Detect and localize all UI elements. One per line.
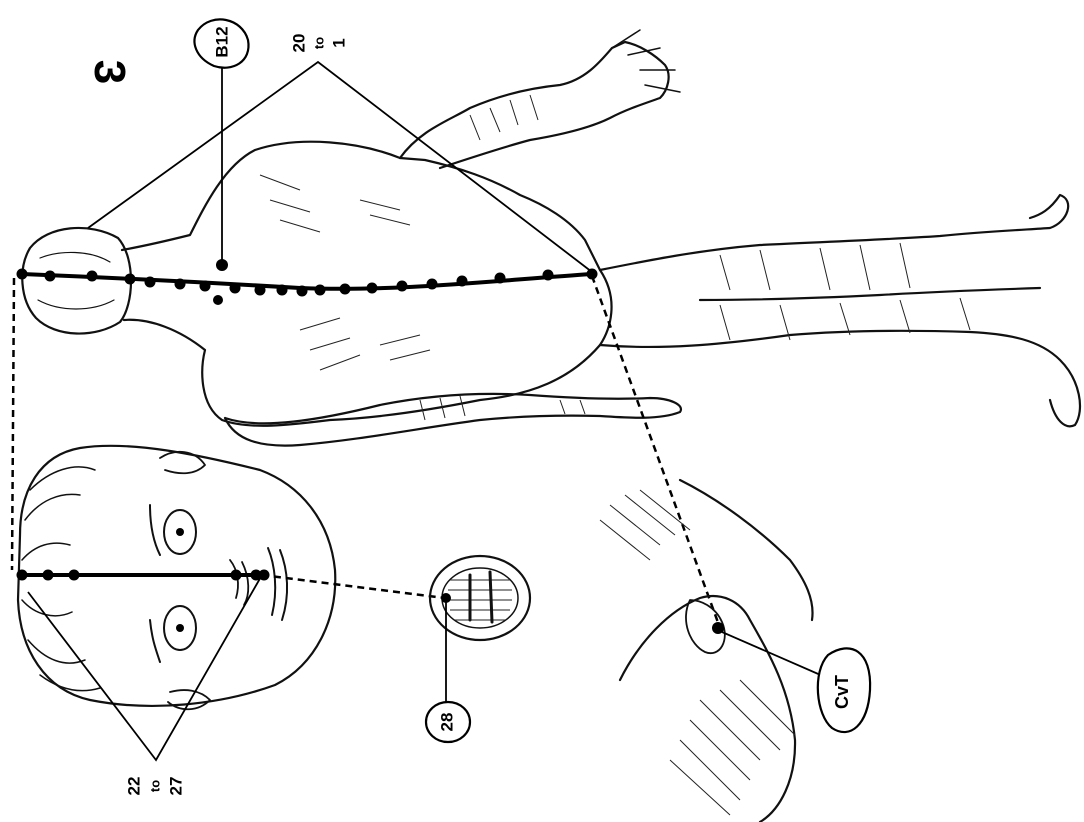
back-view-left-arm (225, 394, 681, 446)
face-acupoint (43, 570, 54, 581)
tailbone-connector (592, 276, 720, 628)
b12-label: B12 (212, 26, 231, 57)
point-marker (213, 295, 223, 305)
back-acupoint (230, 283, 241, 294)
back-range-label: 20 to 1 (289, 34, 348, 53)
back-acupoint (255, 285, 266, 296)
leader-lines (28, 62, 832, 760)
b12-tag: B12 (195, 19, 249, 67)
back-acupoint (277, 285, 288, 296)
back-range-to-word: to (311, 37, 326, 49)
back-acupoint (145, 277, 156, 288)
figure-number: 3 (85, 60, 134, 84)
back-acupoint (340, 284, 351, 295)
back-acupoint (87, 271, 98, 282)
back-acupoint (125, 274, 136, 285)
back-view-head (22, 228, 131, 334)
back-range-to: 1 (329, 38, 348, 47)
back-view-legs (600, 195, 1080, 426)
back-acupoint (367, 283, 378, 294)
figure-number-text: 3 (85, 60, 134, 84)
back-acupoint (427, 279, 438, 290)
face-range-to-word: to (147, 780, 162, 792)
back-acupoint (315, 285, 326, 296)
mouth-point-label: 28 (437, 713, 456, 732)
perineum-point-tag: CvT (818, 648, 870, 732)
perineum-inset (600, 480, 813, 822)
back-acupoint (543, 270, 554, 281)
back-view-figure (22, 30, 1080, 446)
face-range-from: 22 (124, 777, 143, 796)
back-view-right-arm (400, 42, 669, 168)
mouth-point-tag: 28 (426, 702, 470, 742)
face-range-label: 22 to 27 (124, 777, 185, 796)
back-range-from: 20 (289, 34, 308, 53)
head-connector (12, 278, 14, 570)
back-acupoint (200, 281, 211, 292)
back-acupoint (457, 276, 468, 287)
back-acupoint (17, 269, 28, 280)
face-acupoint (231, 570, 242, 581)
perineum-point-label: CvT (832, 675, 852, 709)
face-acupoint (69, 570, 80, 581)
back-acupoint (495, 273, 506, 284)
back-acupoint (45, 271, 56, 282)
back-acupoint (397, 281, 408, 292)
face-range-to: 27 (166, 777, 185, 796)
governing-vessel-back (17, 259, 598, 305)
back-acupoint (297, 286, 308, 297)
back-acupoint (175, 279, 186, 290)
face-acupoint (17, 570, 28, 581)
mouth-point-28 (441, 593, 451, 603)
mouth-inset (430, 556, 530, 640)
mouth-connector (262, 575, 445, 598)
